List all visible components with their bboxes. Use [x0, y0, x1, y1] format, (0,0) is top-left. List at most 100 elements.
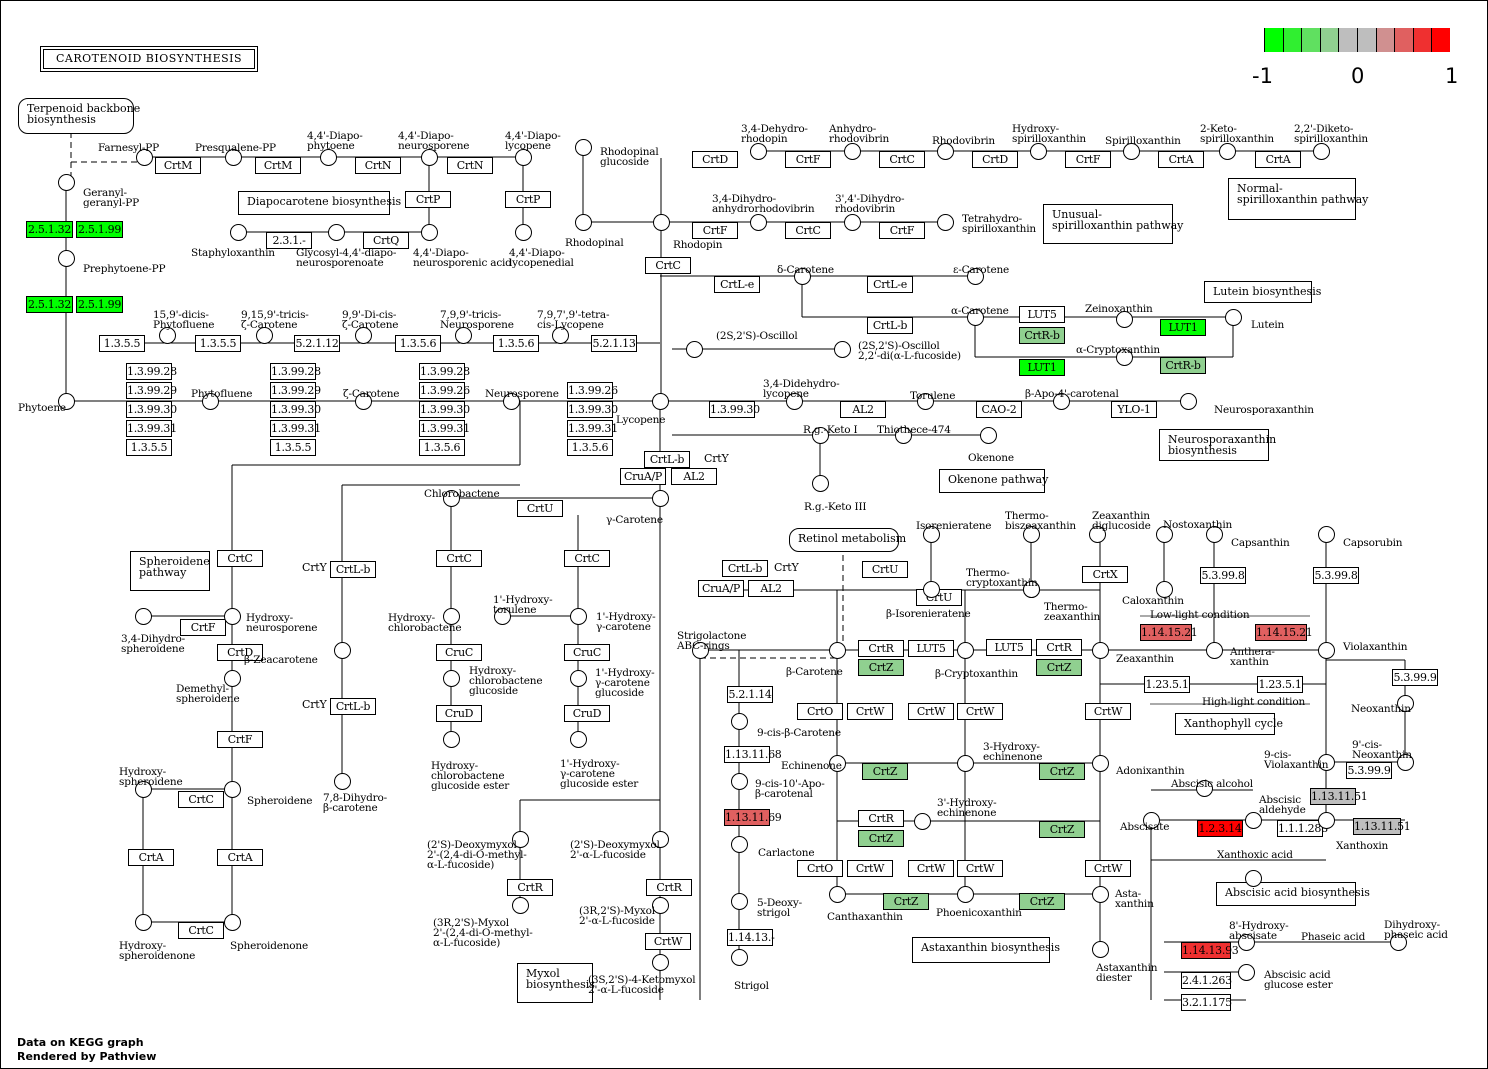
- enzyme-box[interactable]: 1.3.5.6: [419, 439, 465, 456]
- compound-node[interactable]: [494, 608, 511, 625]
- compound-node[interactable]: [750, 143, 767, 160]
- enzyme-box[interactable]: LUT1: [1019, 359, 1065, 376]
- enzyme-box[interactable]: 2.5.1.32: [26, 221, 73, 238]
- enzyme-box[interactable]: CrtP: [405, 191, 451, 208]
- enzyme-box[interactable]: 1.3.99.30: [419, 401, 470, 418]
- compound-node[interactable]: [1092, 755, 1109, 772]
- compound-node[interactable]: [443, 670, 460, 687]
- compound-node[interactable]: [328, 224, 345, 241]
- enzyme-box[interactable]: 1.3.5.5: [270, 439, 316, 456]
- compound-node[interactable]: [1156, 526, 1173, 543]
- compound-node[interactable]: [1219, 143, 1236, 160]
- compound-node[interactable]: [692, 642, 709, 659]
- compound-node[interactable]: [334, 773, 351, 790]
- enzyme-box[interactable]: CrtW: [1085, 860, 1131, 877]
- compound-node[interactable]: [1196, 780, 1213, 797]
- enzyme-box[interactable]: 1.3.5.5: [195, 335, 241, 352]
- compound-node[interactable]: [957, 886, 974, 903]
- enzyme-box[interactable]: 1.3.99.30: [126, 401, 177, 418]
- enzyme-box[interactable]: 3.2.1.175: [1181, 994, 1232, 1011]
- compound-node[interactable]: [225, 149, 242, 166]
- compound-node[interactable]: [202, 393, 219, 410]
- enzyme-box[interactable]: LUT5: [1019, 306, 1065, 323]
- enzyme-box[interactable]: CrtL-b: [722, 560, 768, 577]
- compound-node[interactable]: [552, 327, 569, 344]
- compound-node[interactable]: [230, 224, 247, 241]
- compound-node[interactable]: [421, 224, 438, 241]
- compound-node[interactable]: [1092, 941, 1109, 958]
- map-link-diapocarotene[interactable]: Diapocarotene biosynthesis: [238, 191, 401, 215]
- enzyme-box[interactable]: AL2: [748, 580, 794, 597]
- enzyme-box[interactable]: CrtL-b: [867, 317, 913, 334]
- enzyme-box[interactable]: AL2: [840, 401, 886, 418]
- compound-node[interactable]: [1206, 642, 1223, 659]
- compound-node[interactable]: [224, 608, 241, 625]
- map-link-lutein[interactable]: Lutein biosynthesis: [1204, 281, 1321, 303]
- compound-node[interactable]: [957, 642, 974, 659]
- enzyme-box[interactable]: CrtF: [879, 222, 925, 239]
- compound-node[interactable]: [1318, 642, 1335, 659]
- enzyme-box[interactable]: 5.3.99.9: [1392, 669, 1438, 686]
- enzyme-box[interactable]: CrtF: [1065, 151, 1111, 168]
- compound-node[interactable]: [1092, 886, 1109, 903]
- enzyme-box[interactable]: CrtL-e: [714, 276, 760, 293]
- compound-node[interactable]: [980, 427, 997, 444]
- enzyme-box[interactable]: CrtL-e: [867, 276, 913, 293]
- enzyme-box[interactable]: CrtC: [178, 791, 224, 808]
- enzyme-box[interactable]: 1.23.5.1: [1144, 676, 1190, 693]
- compound-node[interactable]: [355, 393, 372, 410]
- compound-node[interactable]: [256, 327, 273, 344]
- map-link-okenone[interactable]: Okenone pathway: [939, 469, 1048, 493]
- enzyme-box[interactable]: 1.13.11.68: [724, 746, 782, 763]
- enzyme-box[interactable]: CrtW: [957, 860, 1003, 877]
- compound-node[interactable]: [1238, 934, 1255, 951]
- compound-node[interactable]: [1206, 526, 1223, 543]
- compound-node[interactable]: [957, 755, 974, 772]
- enzyme-box[interactable]: CrtL-b: [330, 561, 376, 578]
- enzyme-box[interactable]: CrtM: [155, 157, 201, 174]
- enzyme-box[interactable]: CrtL-b: [644, 451, 690, 468]
- compound-node[interactable]: [914, 813, 931, 830]
- enzyme-box[interactable]: 1.23.5.1: [1257, 676, 1303, 693]
- compound-node[interactable]: [731, 836, 748, 853]
- compound-node[interactable]: [575, 214, 592, 231]
- compound-node[interactable]: [829, 886, 846, 903]
- compound-node[interactable]: [1180, 393, 1197, 410]
- map-link-retinol[interactable]: Retinol metabolism: [789, 528, 906, 552]
- enzyme-box[interactable]: YLO-1: [1111, 401, 1157, 418]
- compound-node[interactable]: [58, 174, 75, 191]
- enzyme-box[interactable]: 1.13.11.51: [1310, 788, 1368, 805]
- compound-node[interactable]: [512, 897, 529, 914]
- enzyme-box[interactable]: 1.3.99.28: [270, 363, 321, 380]
- enzyme-box[interactable]: LUT5: [986, 639, 1032, 656]
- enzyme-box[interactable]: 2.5.1.99: [76, 221, 123, 238]
- compound-node[interactable]: [515, 149, 532, 166]
- compound-node[interactable]: [503, 393, 520, 410]
- compound-node[interactable]: [731, 773, 748, 790]
- compound-node[interactable]: [652, 490, 669, 507]
- compound-node[interactable]: [653, 214, 670, 231]
- enzyme-box[interactable]: CruD: [436, 705, 482, 722]
- compound-node[interactable]: [1023, 581, 1040, 598]
- map-link-spheroidene[interactable]: Spheroidene pathway: [130, 551, 210, 591]
- compound-node[interactable]: [58, 250, 75, 267]
- compound-node[interactable]: [731, 893, 748, 910]
- enzyme-box[interactable]: CrtZ: [858, 830, 904, 847]
- enzyme-box[interactable]: CrtZ: [1039, 821, 1085, 838]
- enzyme-box[interactable]: 2.3.1.-: [266, 232, 312, 249]
- compound-node[interactable]: [1116, 349, 1133, 366]
- enzyme-box[interactable]: 1.3.99.30: [567, 401, 618, 418]
- enzyme-box[interactable]: 1.3.99.31: [567, 420, 618, 437]
- enzyme-box[interactable]: 1.3.5.6: [395, 335, 441, 352]
- enzyme-box[interactable]: 1.3.99.31: [126, 420, 177, 437]
- compound-node[interactable]: [812, 427, 829, 444]
- enzyme-box[interactable]: CrtR: [646, 879, 692, 896]
- compound-node[interactable]: [1238, 964, 1255, 981]
- compound-node[interactable]: [1397, 695, 1414, 712]
- enzyme-box[interactable]: 1.3.99.30: [270, 401, 321, 418]
- compound-node[interactable]: [686, 341, 703, 358]
- enzyme-box[interactable]: CrtF: [180, 619, 226, 636]
- compound-node[interactable]: [355, 327, 372, 344]
- enzyme-box[interactable]: 1.3.99.29: [270, 382, 321, 399]
- compound-node[interactable]: [1089, 526, 1106, 543]
